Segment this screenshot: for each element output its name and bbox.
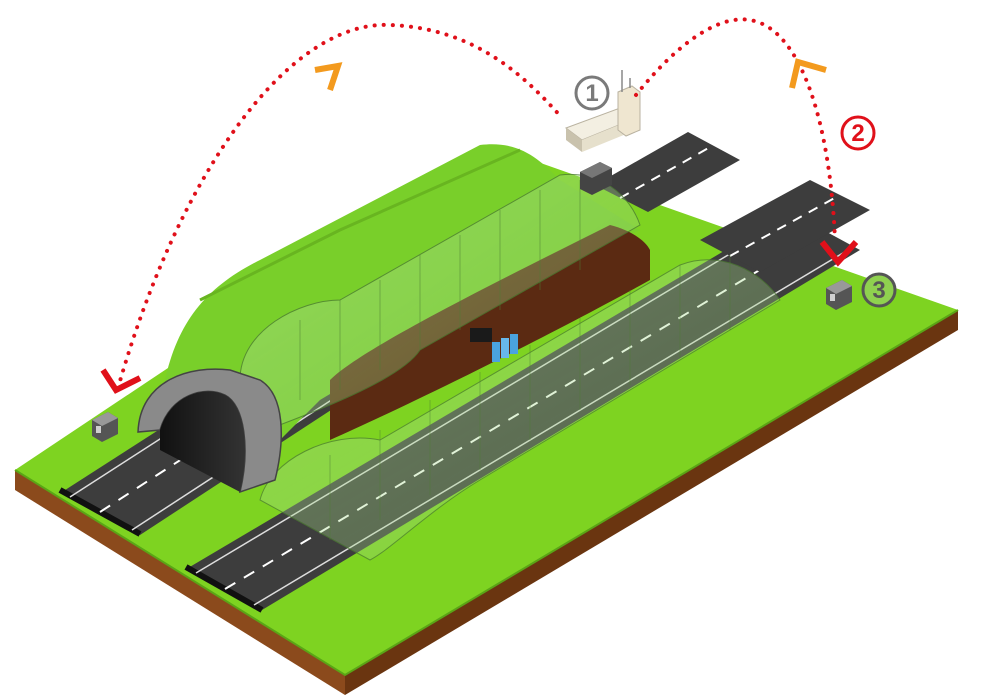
tunnel-tube-right (259, 255, 781, 561)
arrowhead-red-left (100, 368, 142, 394)
marker-3-label: 3 (872, 277, 885, 304)
arrowhead-orange-right (789, 58, 827, 89)
control-building-icon (564, 70, 641, 152)
arrowhead-red-right (819, 239, 859, 267)
road-far-right (700, 180, 870, 272)
soil-side-right (345, 310, 958, 695)
comm-arcs (116, 17, 837, 390)
road-far-left (595, 132, 740, 212)
marker-1-label: 1 (585, 80, 598, 107)
marker-3: 3 (861, 272, 897, 308)
tunnel-portal-left (137, 368, 282, 494)
soil-side-left (15, 470, 345, 695)
marker-1: 1 (574, 75, 610, 111)
tunnel-tube-left (239, 173, 641, 441)
tunnel-equipment-icon (470, 328, 518, 362)
roadside-cabinet-icon (826, 280, 852, 310)
signal-antenna-icon (621, 70, 631, 92)
marker-2-label: 2 (851, 120, 864, 147)
comm-arc-left (116, 22, 564, 390)
roadside-cabinet-icon (92, 412, 118, 442)
comm-arc-right (634, 17, 837, 242)
arrowhead-orange-left (314, 62, 343, 91)
marker-2: 2 (840, 115, 876, 151)
equipment-box-icon (580, 162, 612, 195)
